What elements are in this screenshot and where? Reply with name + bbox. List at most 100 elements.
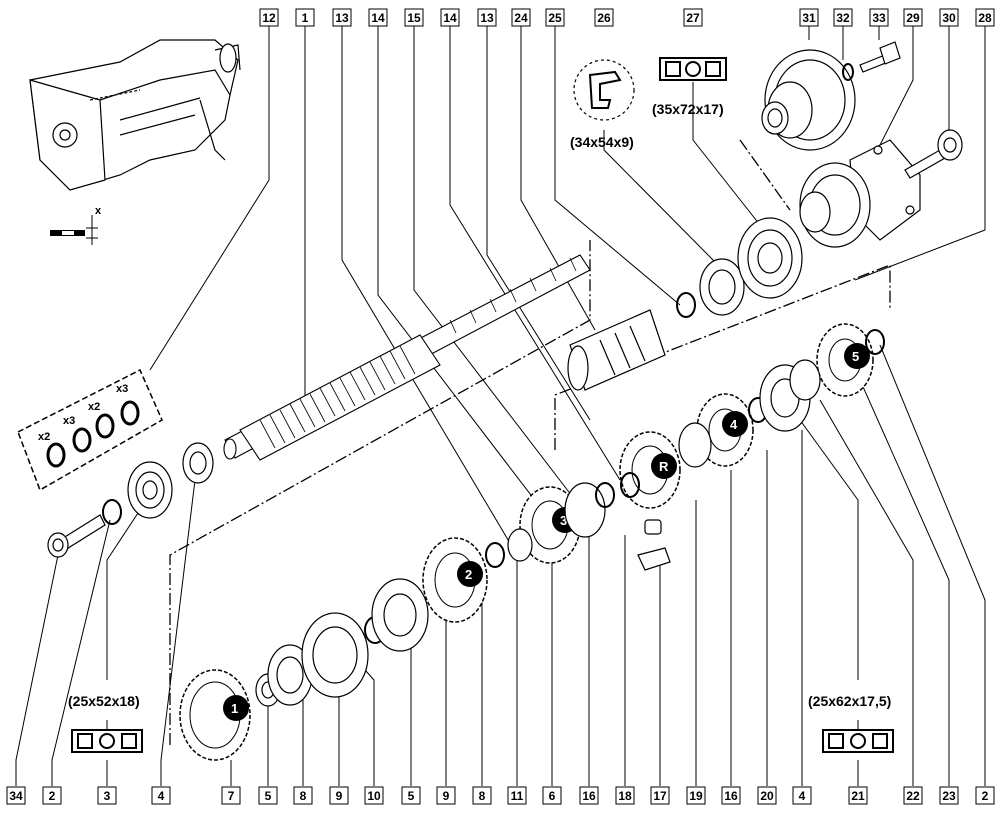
top-label-12: 32 xyxy=(833,8,853,27)
gear-1: 1 xyxy=(179,669,251,761)
shaft-nut xyxy=(47,514,106,558)
gear-3-label: 3 xyxy=(560,513,567,528)
shim-count-3: x2 xyxy=(88,401,100,413)
bearing-27-dimension: (35x72x17) xyxy=(652,101,724,117)
top-label-5: 14 xyxy=(440,8,460,27)
bottom-label-3: 4 xyxy=(151,786,171,805)
top-label-text: 30 xyxy=(942,11,956,25)
gear-2: 2 xyxy=(422,537,488,623)
bottom-label-17: 19 xyxy=(686,786,706,805)
top-label-text: 14 xyxy=(371,11,385,25)
bottom-label-2: 3 xyxy=(97,786,117,805)
bottom-label-12: 11 xyxy=(507,786,527,805)
bottom-label-8: 10 xyxy=(364,786,384,805)
seal-26-dimension: (34x54x9) xyxy=(570,134,634,150)
top-label-9: 26 xyxy=(594,8,614,27)
synchro-hub-24 xyxy=(567,309,666,391)
bottom-label-text: 2 xyxy=(982,789,989,803)
bottom-label-4: 7 xyxy=(221,786,241,805)
bottom-label-text: 9 xyxy=(336,789,343,803)
top-label-text: 13 xyxy=(480,11,494,25)
bottom-label-21: 21 xyxy=(848,786,868,805)
bottom-label-text: 34 xyxy=(9,789,23,803)
top-label-13: 33 xyxy=(869,8,889,27)
bottom-label-text: 8 xyxy=(300,789,307,803)
bottom-label-text: 16 xyxy=(582,789,596,803)
bearing-left xyxy=(127,461,173,519)
bottom-label-text: 6 xyxy=(549,789,556,803)
top-label-0: 12 xyxy=(259,8,279,27)
bottom-label-5: 5 xyxy=(258,786,278,805)
shim-count-4: x3 xyxy=(116,383,128,395)
top-label-8: 25 xyxy=(545,8,565,27)
top-label-text: 33 xyxy=(872,11,886,25)
bottom-label-text: 16 xyxy=(724,789,738,803)
bearing-3-symbol xyxy=(71,729,143,753)
shim-group: x2 x3 x2 x3 xyxy=(17,368,163,492)
top-label-text: 24 xyxy=(514,11,528,25)
bottom-label-6: 8 xyxy=(293,786,313,805)
axis-marker-label: x xyxy=(95,205,102,217)
bearing-27-symbol xyxy=(659,57,727,81)
top-label-text: 31 xyxy=(802,11,816,25)
shim-count-1: x2 xyxy=(38,431,50,443)
bottom-label-text: 5 xyxy=(408,789,415,803)
top-label-text: 13 xyxy=(335,11,349,25)
top-label-15: 30 xyxy=(939,8,959,27)
circlip-25 xyxy=(676,292,696,318)
bottom-label-20: 4 xyxy=(792,786,812,805)
bottom-label-text: 2 xyxy=(49,789,56,803)
bottom-label-text: 9 xyxy=(443,789,450,803)
bolt-33 xyxy=(859,41,901,73)
bottom-label-0: 34 xyxy=(6,786,26,805)
top-label-text: 15 xyxy=(407,11,421,25)
bottom-label-22: 22 xyxy=(903,786,923,805)
bottom-label-1: 2 xyxy=(42,786,62,805)
key-17 xyxy=(637,547,671,571)
bottom-label-23: 23 xyxy=(939,786,959,805)
bottom-label-11: 8 xyxy=(472,786,492,805)
main-shaft xyxy=(223,254,591,461)
axis-marker: x xyxy=(50,205,102,245)
bottom-label-text: 17 xyxy=(653,789,667,803)
bottom-label-7: 9 xyxy=(329,786,349,805)
top-label-16: 28 xyxy=(975,8,995,27)
top-label-text: 28 xyxy=(978,11,992,25)
bearing-21-dimension: (25x62x17,5) xyxy=(808,693,891,709)
gear-4-label: 4 xyxy=(730,417,738,432)
gear-1-label: 1 xyxy=(231,701,238,716)
oil-seal-26-icon xyxy=(573,59,635,121)
top-label-11: 31 xyxy=(799,8,819,27)
bottom-label-text: 22 xyxy=(906,789,920,803)
bottom-label-text: 20 xyxy=(760,789,774,803)
gearbox-housing-thumbnail xyxy=(29,39,241,191)
top-label-14: 29 xyxy=(903,8,923,27)
top-label-text: 27 xyxy=(686,11,700,25)
bottom-label-16: 17 xyxy=(650,786,670,805)
bottom-label-13: 6 xyxy=(542,786,562,805)
bearing-21-symbol xyxy=(822,729,894,753)
seal-26-part xyxy=(699,258,745,316)
top-label-10: 27 xyxy=(683,8,703,27)
top-label-text: 14 xyxy=(443,11,457,25)
gear-5-label: 5 xyxy=(852,349,859,364)
top-label-text: 25 xyxy=(548,11,562,25)
alignment-lines xyxy=(169,139,891,745)
bottom-label-text: 5 xyxy=(265,789,272,803)
gear-5: 5 xyxy=(816,323,874,397)
gear-2-label: 2 xyxy=(465,567,472,582)
bottom-label-text: 8 xyxy=(479,789,486,803)
top-label-1: 1 xyxy=(295,8,315,27)
output-flange-29 xyxy=(799,139,921,248)
bottom-label-15: 18 xyxy=(615,786,635,805)
bottom-label-text: 23 xyxy=(942,789,956,803)
bottom-label-24: 2 xyxy=(975,786,995,805)
nut-30 xyxy=(904,129,963,179)
rear-housing-31 xyxy=(761,49,856,151)
bottom-label-text: 21 xyxy=(851,789,865,803)
shim-count-2: x3 xyxy=(63,415,75,427)
bearing-27-part xyxy=(737,217,803,299)
bottom-label-text: 11 xyxy=(511,789,524,803)
top-label-text: 29 xyxy=(906,11,920,25)
